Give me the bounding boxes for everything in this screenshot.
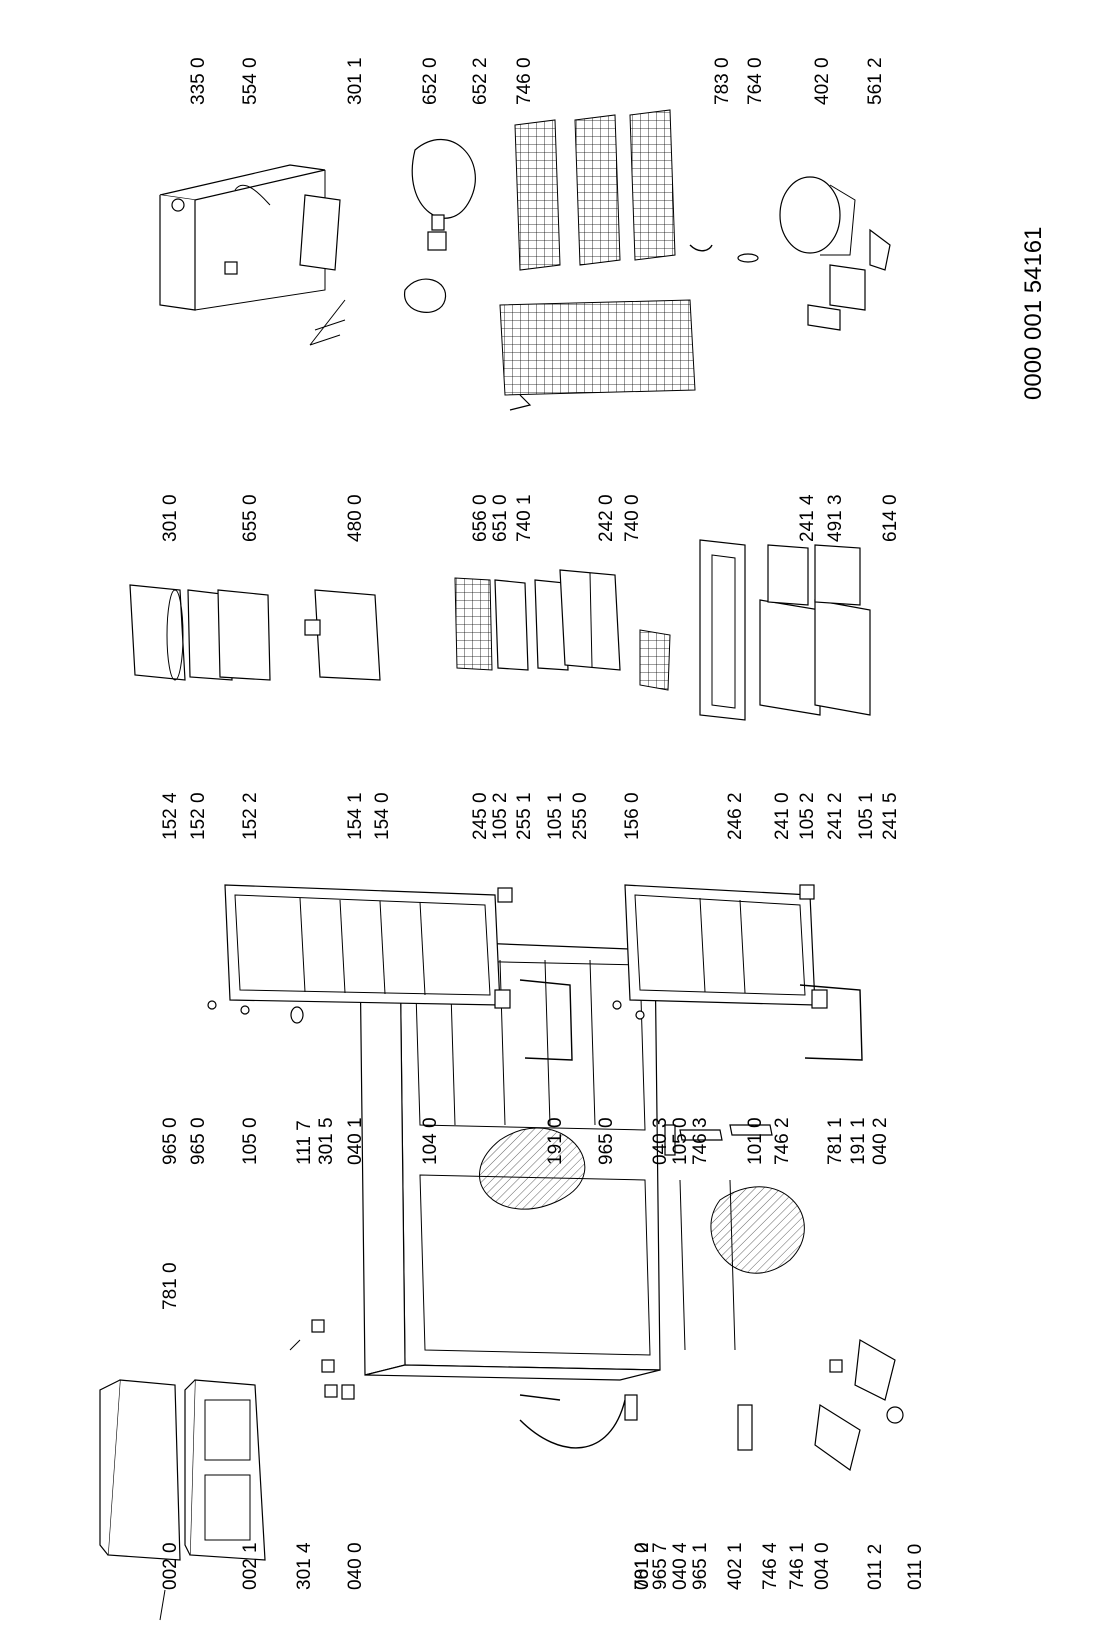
part-number-label: 241 2	[825, 792, 846, 840]
part-number-label: 965 1	[690, 1542, 711, 1590]
part-number-label: 301 0	[160, 494, 181, 542]
part-number-label: 191 0	[545, 1117, 566, 1165]
part-number-label: 301 5	[316, 1117, 337, 1165]
part-number-label: 242 0	[596, 494, 617, 542]
part-number-label: 040 1	[345, 1117, 366, 1165]
label-band: 002 1 105 0 152 2 655 0 554 0	[240, 0, 284, 1647]
part-number-label: 152 2	[240, 792, 261, 840]
condenser-740-0	[499, 299, 696, 411]
cabinet-004-0	[359, 939, 805, 1381]
part-number-label: 746 3	[690, 1117, 711, 1165]
label-band: 965 0 152 0 335 0	[188, 0, 232, 1647]
small-parts-col1	[289, 1319, 904, 1472]
part-number-label: 011 0	[905, 1543, 926, 1590]
label-band: 104 0 652 0	[420, 0, 464, 1647]
part-number-label: 040 4	[670, 1542, 691, 1590]
part-number-label: 111 7	[294, 1120, 315, 1165]
part-number-label: 614 0	[880, 494, 901, 542]
part-number-label: 652 0	[420, 57, 441, 105]
part-number-label: 246 2	[725, 792, 746, 840]
part-number-label: 105 1	[545, 792, 566, 840]
part-number-label: 781 0	[160, 1262, 181, 1310]
part-number-label: 652 2	[470, 57, 491, 105]
part-number-label: 301 4	[294, 1542, 315, 1590]
part-number-label: 152 0	[188, 792, 209, 840]
part-number-label: 105 0	[240, 1117, 261, 1165]
part-number-label: 241 5	[880, 792, 901, 840]
part-number-label: 491 3	[825, 494, 846, 542]
compressor-402-0	[689, 176, 891, 331]
part-number-label: 255 0	[570, 792, 591, 840]
lower-door-101-0	[612, 884, 863, 1156]
part-number-label: 335 0	[188, 57, 209, 105]
part-number-label: 002 1	[240, 1542, 261, 1590]
part-number-label: 105 2	[490, 792, 511, 840]
part-number-label: 002 0	[160, 1542, 181, 1590]
part-number-label: 554 0	[240, 57, 261, 105]
part-number-label: 781 1	[825, 1117, 846, 1165]
part-number-label: 104 0	[420, 1117, 441, 1165]
document-number: 0000 001 54161	[1020, 226, 1047, 400]
upper-door-104-0	[207, 884, 573, 1061]
part-number-label: 040 0	[345, 1542, 366, 1590]
control-panel-301-0	[159, 164, 346, 346]
part-number-label: 965 0	[160, 1117, 181, 1165]
fan-assembly-652	[404, 138, 476, 313]
door-shelves	[129, 584, 381, 681]
part-number-label: 656 0	[470, 494, 491, 542]
freezer-trays	[454, 569, 671, 691]
part-number-label: 152 4	[160, 792, 181, 840]
label-band: 154 0	[372, 0, 416, 1647]
evaporator-746-0	[514, 109, 676, 271]
part-number-label: 965 0	[596, 1117, 617, 1165]
top-frame-002-1	[184, 1379, 266, 1561]
fridge-drawers	[699, 539, 871, 721]
part-number-label: 301 1	[345, 57, 366, 105]
part-number-label: 154 1	[345, 792, 366, 840]
part-number-label: 040 3	[650, 1117, 671, 1165]
part-number-label: 651 0	[490, 494, 511, 542]
part-number-label: 154 0	[372, 792, 393, 840]
part-number-label: 245 0	[470, 792, 491, 840]
part-number-label: 965 0	[188, 1117, 209, 1165]
part-number-label: 655 0	[240, 494, 261, 542]
part-number-label: 105 0	[670, 1117, 691, 1165]
part-number-label: 402 1	[725, 1542, 746, 1590]
part-number-label: 746 0	[514, 57, 535, 105]
part-number-label: 740 1	[514, 494, 535, 542]
label-band: 011 0	[905, 0, 949, 1647]
part-number-label: 965 7	[650, 1542, 671, 1590]
part-number-label: 480 0	[345, 494, 366, 542]
top-lid-002-0	[99, 1379, 181, 1621]
part-number-label: 255 1	[514, 792, 535, 840]
